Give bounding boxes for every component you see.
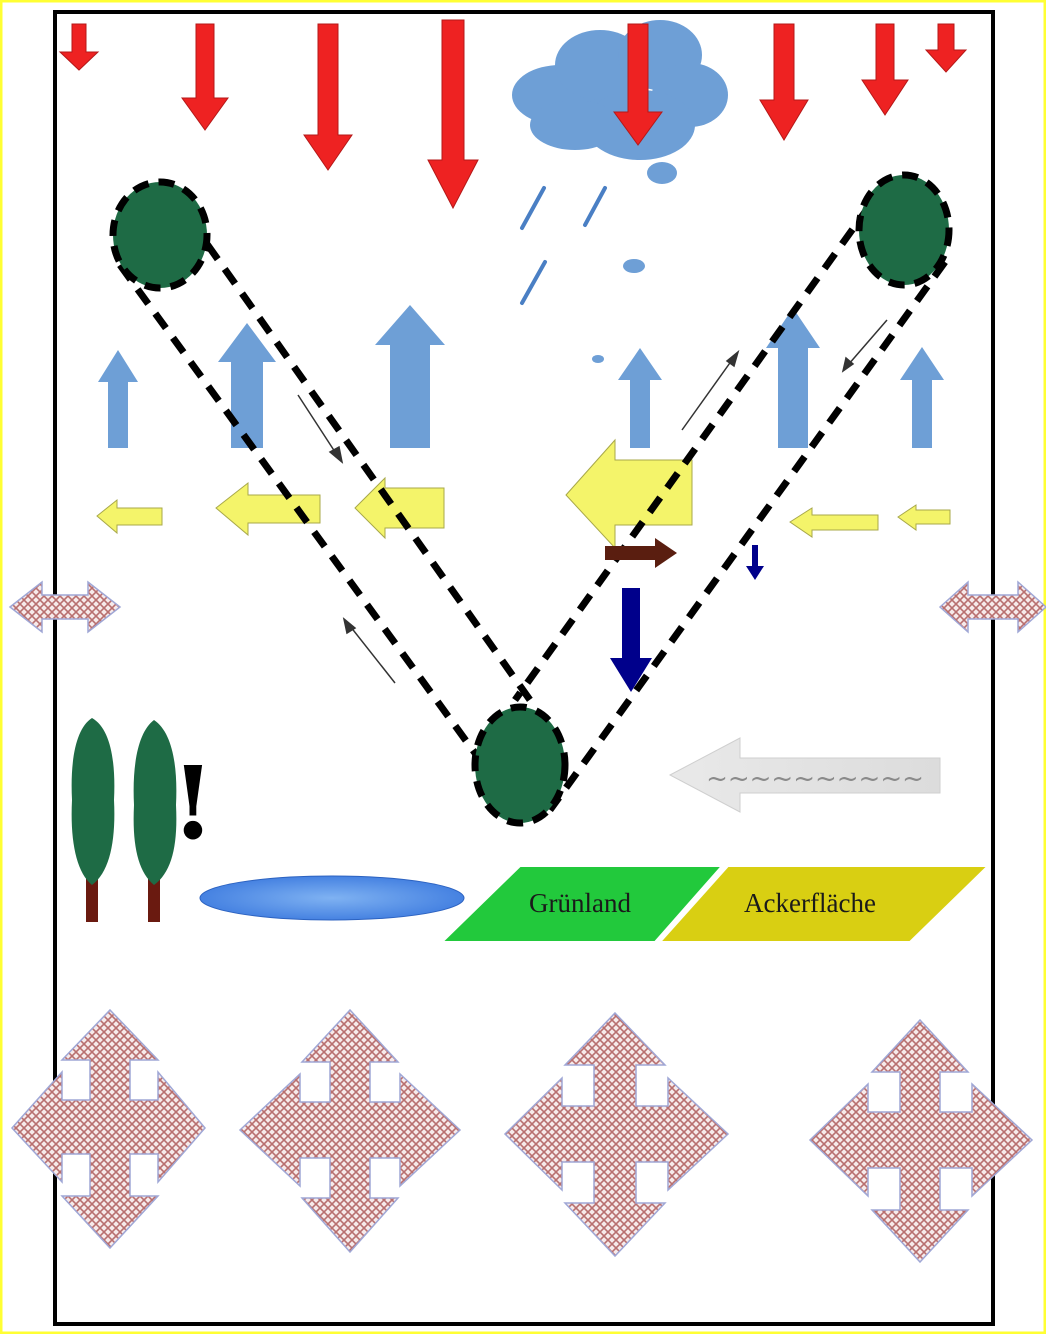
updraft-arrow: [375, 305, 445, 448]
rain-icon: [522, 188, 605, 303]
advection-arrow: [355, 478, 444, 538]
double-arrow-icon: [10, 582, 120, 632]
updraft-arrow: [218, 323, 276, 448]
four-way-arrow-icon: [240, 1010, 460, 1252]
cloud-icon: [512, 20, 728, 363]
radiation-arrow: [428, 20, 478, 208]
four-way-arrow-icon: [505, 1013, 728, 1256]
vegetation-node: [113, 182, 207, 288]
pond-icon: [200, 876, 464, 920]
tree-icon: [72, 718, 115, 922]
exclamation-mark: !: [171, 744, 215, 862]
radiation-arrow: [926, 24, 966, 72]
vegetation-node: [859, 175, 949, 285]
advection-arrow: [898, 505, 950, 530]
advection-arrow: [790, 508, 878, 537]
tree-icon: [134, 720, 177, 922]
radiation-arrow: [60, 24, 98, 70]
wind-label: ~~~~~~~~~~: [706, 764, 924, 794]
updraft-arrow: [98, 350, 138, 448]
updraft-arrow: [766, 308, 820, 448]
advection-arrow: [97, 500, 162, 533]
updraft-arrow: [618, 348, 662, 448]
farmland-label: Ackerfläche: [744, 888, 876, 918]
advection-arrow: [216, 483, 320, 535]
grassland-label: Grünland: [529, 888, 631, 918]
radiation-arrow: [862, 24, 908, 115]
advection-arrow: [566, 440, 692, 548]
updraft-arrows: [98, 305, 944, 448]
four-way-arrow-icon: [12, 1010, 205, 1248]
dark-blue-small-arrow: [746, 545, 764, 580]
brown-flow-arrow: [605, 538, 677, 568]
radiation-arrows: [60, 20, 966, 208]
updraft-arrow: [900, 347, 944, 448]
radiation-arrow: [182, 24, 228, 130]
radiation-arrow: [760, 24, 808, 140]
vegetation-node: [475, 707, 565, 823]
radiation-arrow: [304, 24, 352, 170]
four-way-arrow-icon: [810, 1020, 1032, 1262]
advection-arrows: [97, 440, 950, 548]
